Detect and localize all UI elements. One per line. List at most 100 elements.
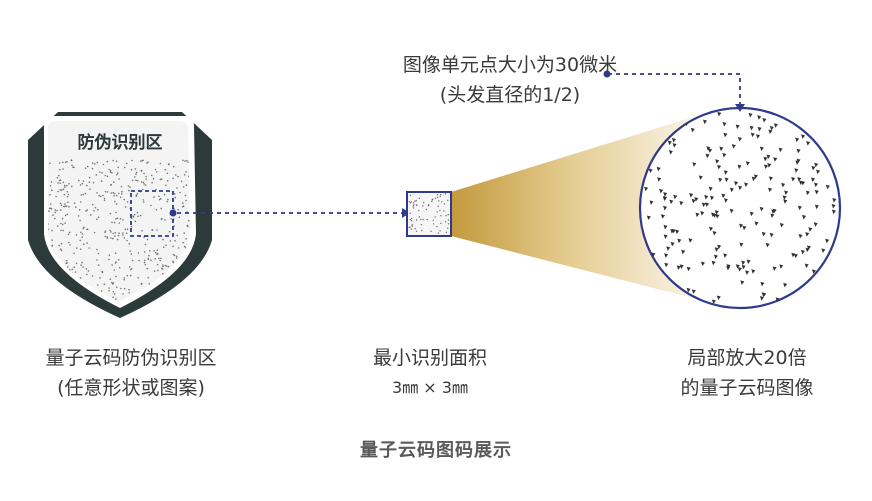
texture-dot	[64, 161, 67, 163]
magnified-dot	[805, 190, 810, 196]
texture-dot	[64, 222, 66, 224]
texture-dot	[130, 225, 133, 228]
magnified-dot	[827, 302, 832, 307]
texture-dot	[88, 247, 90, 249]
texture-dot	[106, 237, 109, 239]
magnified-dot	[768, 176, 773, 181]
texture-dot	[115, 218, 117, 220]
magnified-dot	[682, 114, 687, 120]
magnified-dot	[666, 246, 671, 251]
texture-dot	[96, 161, 99, 164]
texture-dot	[66, 213, 69, 216]
texture-dot	[444, 221, 447, 223]
magnified-dot	[691, 198, 696, 204]
texture-dot	[61, 290, 64, 292]
texture-dot	[86, 273, 88, 276]
texture-dot	[175, 257, 178, 259]
texture-dot	[159, 259, 161, 262]
texture-dot	[123, 277, 126, 279]
texture-dot	[51, 244, 53, 247]
magnified-dot	[811, 269, 816, 274]
texture-dot	[76, 247, 78, 249]
texture-dot	[55, 195, 57, 198]
texture-dot	[63, 184, 66, 187]
texture-dot	[70, 159, 73, 162]
min-area-label: 最小识别面积 3㎜ × 3㎜	[345, 343, 515, 403]
magnified-dot	[806, 141, 811, 146]
texture-dot	[141, 230, 143, 232]
texture-dot	[114, 252, 117, 254]
texture-dot	[68, 183, 70, 185]
texture-dot	[183, 232, 185, 234]
texture-dot	[134, 168, 137, 170]
magnified-dot	[814, 162, 819, 168]
texture-dot	[81, 233, 84, 235]
magnified-dot	[717, 111, 722, 117]
texture-dot	[154, 258, 156, 260]
texture-dot	[156, 249, 159, 251]
magnified-dot	[814, 204, 819, 210]
texture-dot	[439, 209, 441, 212]
texture-dot	[134, 220, 137, 223]
texture-dot	[409, 202, 411, 204]
magnified-dot	[762, 118, 767, 123]
texture-dot	[151, 181, 153, 184]
texture-dot	[150, 174, 153, 177]
texture-dot	[165, 265, 168, 267]
magnified-dot	[713, 254, 718, 260]
texture-dot	[79, 248, 82, 250]
magnified-dot	[681, 249, 686, 255]
texture-dot	[166, 200, 168, 203]
texture-dot	[122, 234, 124, 236]
magnified-dot	[739, 242, 744, 248]
magnified-dot	[779, 264, 784, 269]
texture-dot	[169, 240, 172, 242]
magnified-dot	[651, 252, 656, 257]
texture-dot	[75, 262, 78, 265]
texture-dot	[168, 230, 171, 233]
texture-dot	[185, 298, 188, 301]
texture-dot	[183, 283, 186, 286]
texture-dot	[141, 159, 144, 162]
texture-dot	[434, 197, 437, 199]
magnified-dot	[667, 140, 672, 146]
texture-dot	[62, 168, 64, 170]
texture-dot	[89, 188, 91, 190]
texture-dot	[88, 181, 91, 183]
magnified-dot	[749, 211, 754, 217]
texture-dot	[187, 225, 189, 228]
texture-dot	[437, 232, 440, 234]
texture-dot	[130, 168, 133, 171]
texture-dot	[169, 296, 171, 299]
texture-dot	[158, 195, 160, 198]
magnified-dot	[759, 146, 764, 152]
texture-dot	[123, 287, 126, 290]
magnified-dot	[658, 122, 663, 128]
magnified-dot	[745, 270, 750, 275]
texture-dot	[64, 203, 66, 205]
texture-dot	[114, 192, 116, 195]
texture-dot	[116, 217, 119, 219]
texture-dot	[418, 197, 421, 200]
texture-dot	[164, 299, 167, 301]
magnified-dot	[692, 162, 697, 167]
magnified-dot	[712, 230, 717, 236]
texture-dot	[167, 198, 169, 201]
texture-dot	[82, 227, 84, 230]
texture-dot	[86, 209, 88, 211]
magnified-dot	[663, 224, 668, 230]
magnified-dot	[797, 177, 802, 182]
texture-dot	[99, 277, 101, 279]
texture-dot	[93, 210, 95, 212]
texture-dot	[147, 161, 149, 163]
magnified-dot	[686, 287, 691, 293]
magnified-dot	[664, 262, 669, 268]
magnified-dot	[791, 176, 796, 182]
magnified-dot	[649, 121, 654, 126]
texture-dot	[131, 259, 134, 262]
texture-dot	[80, 231, 82, 234]
magnified-dot	[735, 264, 740, 269]
magnified-dot	[705, 202, 710, 207]
magnified-dot	[663, 196, 668, 201]
texture-dot	[59, 299, 62, 302]
